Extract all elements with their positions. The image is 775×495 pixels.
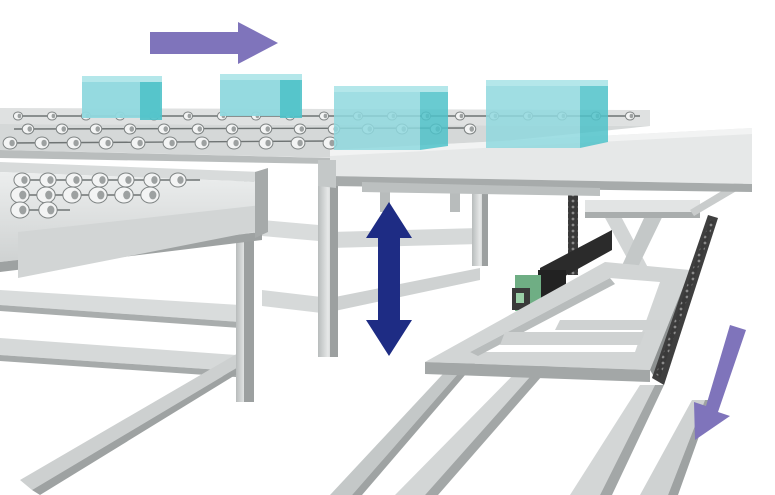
- center-frame: [262, 185, 488, 357]
- roller-hub: [105, 139, 111, 147]
- roller-hub: [71, 190, 79, 200]
- roller-hub: [129, 126, 134, 132]
- roller-hub: [265, 139, 271, 147]
- lift-arrow-updown: [366, 202, 412, 356]
- roller-hub: [41, 139, 47, 147]
- left-roller-conveyor: [0, 162, 268, 278]
- roller-hub: [45, 190, 53, 200]
- boxes: [82, 74, 608, 150]
- roller-hub: [19, 190, 27, 200]
- roller-hub: [97, 190, 105, 200]
- box-2: [220, 74, 302, 118]
- low-rollers: [10, 172, 200, 219]
- flow-arrow-down-left: [694, 325, 746, 440]
- roller-hub: [151, 176, 158, 184]
- roller-hub: [169, 139, 175, 147]
- roller-hub: [149, 190, 157, 200]
- roller-hub: [265, 126, 270, 132]
- roller-hub: [73, 139, 79, 147]
- roller-hub: [629, 113, 634, 119]
- roller-hub: [73, 176, 80, 184]
- roller-hub: [233, 139, 239, 147]
- roller-hub: [323, 113, 328, 119]
- roller-hub: [47, 205, 55, 215]
- roller-hub: [177, 176, 184, 184]
- roller-hub: [163, 126, 168, 132]
- roller-hub: [125, 176, 132, 184]
- roller-hub: [21, 176, 28, 184]
- roller-hub: [187, 113, 192, 119]
- roller-hub: [17, 113, 22, 119]
- roller-hub: [329, 139, 335, 147]
- roller-hub: [99, 176, 106, 184]
- chain-hanger: [568, 195, 578, 275]
- roller-hub: [9, 139, 15, 147]
- roller-hub: [459, 113, 464, 119]
- left-lower-frame: [0, 180, 254, 495]
- roller-hub: [231, 126, 236, 132]
- transfer-frame: [425, 180, 745, 385]
- roller-hub: [51, 113, 56, 119]
- roller-hub: [197, 126, 202, 132]
- box-1: [82, 76, 162, 120]
- roller-hub: [27, 126, 32, 132]
- box-4: [486, 80, 608, 148]
- roller-hub: [95, 126, 100, 132]
- flow-arrow-right: [150, 22, 278, 64]
- roller-hub: [137, 139, 143, 147]
- roller-hub: [61, 126, 66, 132]
- roller-hub: [201, 139, 207, 147]
- roller-hub: [123, 190, 131, 200]
- floor-rails: [330, 360, 712, 495]
- roller-hub: [47, 176, 54, 184]
- box-3: [334, 86, 448, 150]
- roller-hub: [297, 139, 303, 147]
- roller-hub: [469, 126, 474, 132]
- roller-hub: [19, 205, 27, 215]
- roller-hub: [299, 126, 304, 132]
